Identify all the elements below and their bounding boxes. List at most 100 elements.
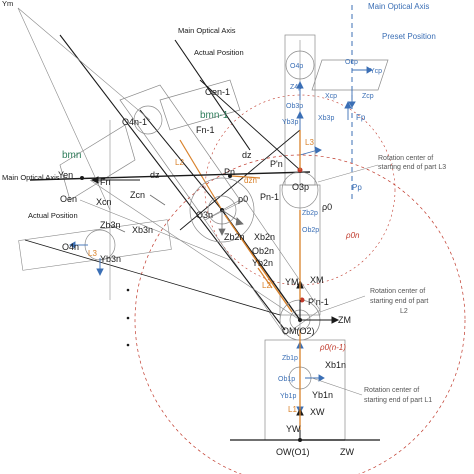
leader-l3: [317, 164, 379, 183]
leader-l1: [311, 377, 363, 396]
label-pn1-prime: P'n-1: [308, 297, 329, 307]
point-pn: [228, 174, 232, 178]
label-rot-center-l3-b: starting end of part L3: [378, 164, 446, 171]
label-pp: Pp: [352, 183, 362, 192]
main-optical-axis-top-line: [174, 39, 251, 151]
label-dz-top: dz: [242, 150, 252, 160]
l2-lower-orange: [257, 267, 273, 289]
ray-3: [89, 179, 301, 321]
label-zb2n: Zb2n: [224, 232, 245, 242]
label-l3: L3: [88, 249, 97, 258]
leader-l2: [319, 295, 366, 313]
label-z4p: Z4p: [290, 84, 302, 91]
label-actual-position-top: Actual Position: [194, 48, 244, 57]
label-o3n: O3n: [196, 210, 213, 220]
actual-camera-left: [59, 124, 136, 201]
label-l2: L2: [175, 158, 184, 167]
label-yw: YW: [286, 424, 301, 434]
label-main-optical-axis-top-right: Main Optical Axis: [368, 2, 429, 11]
joint-o4p: [285, 50, 315, 80]
label-ym-corner: Ym: [2, 0, 13, 8]
label-pn1: Pn-1: [260, 192, 279, 202]
label-rho0-top: ρ0: [238, 194, 248, 204]
label-dzn: dzn: [244, 176, 257, 185]
label-fp: Fp: [356, 113, 366, 122]
label-xw: XW: [310, 407, 325, 417]
label-rho0-n1: ρ0(n-1): [319, 343, 346, 352]
local-axes-n: [109, 194, 244, 236]
label-yb1p: Yb1p: [280, 393, 296, 400]
main-optical-axis-diag: [59, 34, 286, 331]
label-zcn: Zcn: [130, 190, 145, 200]
part-l3-actual: [119, 84, 241, 221]
label-main-optical-axis-left: Main Optical Axis: [2, 173, 60, 182]
ray-1: [17, 7, 151, 121]
point-pn1-prime: [299, 297, 305, 303]
label-xb3p: Xb3p: [318, 115, 334, 122]
label-l2-lower: L2: [262, 281, 271, 290]
label-ob2p: Ob2p: [302, 227, 319, 234]
label-ocp: Ocp: [345, 59, 358, 66]
label-rot-center-l2-c: L2: [400, 308, 408, 315]
dot-1: [126, 288, 130, 292]
label-om: OM(O2): [282, 326, 315, 336]
label-preset-position: Preset Position: [382, 32, 436, 41]
part-l2-actual: [204, 199, 321, 336]
ray-4: [79, 199, 231, 261]
label-yen: Yen: [58, 170, 73, 180]
label-yb3n: Yb3n: [100, 254, 121, 264]
label-yb1n: Yb1n: [312, 390, 333, 400]
dot-3: [126, 343, 130, 347]
label-rot-center-l2-a: Rotation center of: [370, 288, 425, 295]
label-dz-left: dz: [150, 170, 160, 180]
label-oen: Oen: [60, 194, 77, 204]
label-zb2p: Zb2p: [302, 210, 318, 217]
label-ob3p: Ob3p: [286, 103, 303, 110]
label-rot-center-l1-b: starting end of part L1: [364, 397, 432, 404]
label-zb1p: Zb1p: [282, 355, 298, 362]
pn-to-pn1: [179, 129, 301, 231]
label-ycp: Ycp: [370, 68, 382, 75]
joint-o4n1: [133, 105, 163, 135]
label-o4n1: O4n-1: [122, 117, 147, 127]
arm-l3-actual: [139, 109, 223, 211]
label-bmn: bmn: [62, 150, 81, 161]
dot-2: [126, 316, 130, 320]
label-xb1n: Xb1n: [325, 360, 346, 370]
label-bmn1: bmn-1: [200, 110, 229, 121]
label-actual-position-left: Actual Position: [28, 211, 78, 220]
label-o3p: O3p: [292, 182, 309, 192]
label-yb3p: Yb3p: [282, 119, 298, 126]
label-l3-right: L3: [305, 138, 314, 147]
label-pn-prime: P'n: [270, 159, 283, 169]
main-optical-axis-left-line: [29, 171, 311, 181]
label-xb2n: Xb2n: [254, 232, 275, 242]
label-xm: XM: [310, 275, 324, 285]
dz-top-line: [199, 79, 301, 171]
label-main-optical-axis-top: Main Optical Axis: [178, 26, 236, 35]
label-oen1: Oen-1: [205, 87, 230, 97]
label-zb3n: Zb3n: [100, 220, 121, 230]
label-yb2n: Yb2n: [252, 258, 273, 268]
point-oen: [80, 176, 84, 180]
joint-o3n: [189, 177, 255, 243]
arm-l2-orange: [224, 214, 293, 313]
label-l1: L1: [288, 405, 297, 414]
label-pn: Pn: [224, 167, 235, 177]
optical-left-diag: [24, 239, 281, 316]
label-o4p: O4p: [290, 63, 303, 70]
label-fn: Fn: [100, 177, 111, 187]
label-fn1: Fn-1: [196, 125, 215, 135]
dzn-marker: [231, 175, 261, 179]
label-ob2n: Ob2n: [252, 246, 274, 256]
label-rot-center-l1-a: Rotation center of: [364, 387, 419, 394]
preset-axes-arrows: [69, 66, 373, 415]
label-xb3n: Xb3n: [132, 225, 153, 235]
label-zw: ZW: [340, 447, 354, 457]
label-xcp: Xcp: [325, 93, 337, 100]
ray-2: [17, 7, 111, 211]
label-rho0-right: ρ0: [322, 202, 332, 212]
label-rot-center-l3-a: Rotation center of: [378, 155, 433, 162]
label-rho0n: ρ0n: [345, 231, 360, 240]
